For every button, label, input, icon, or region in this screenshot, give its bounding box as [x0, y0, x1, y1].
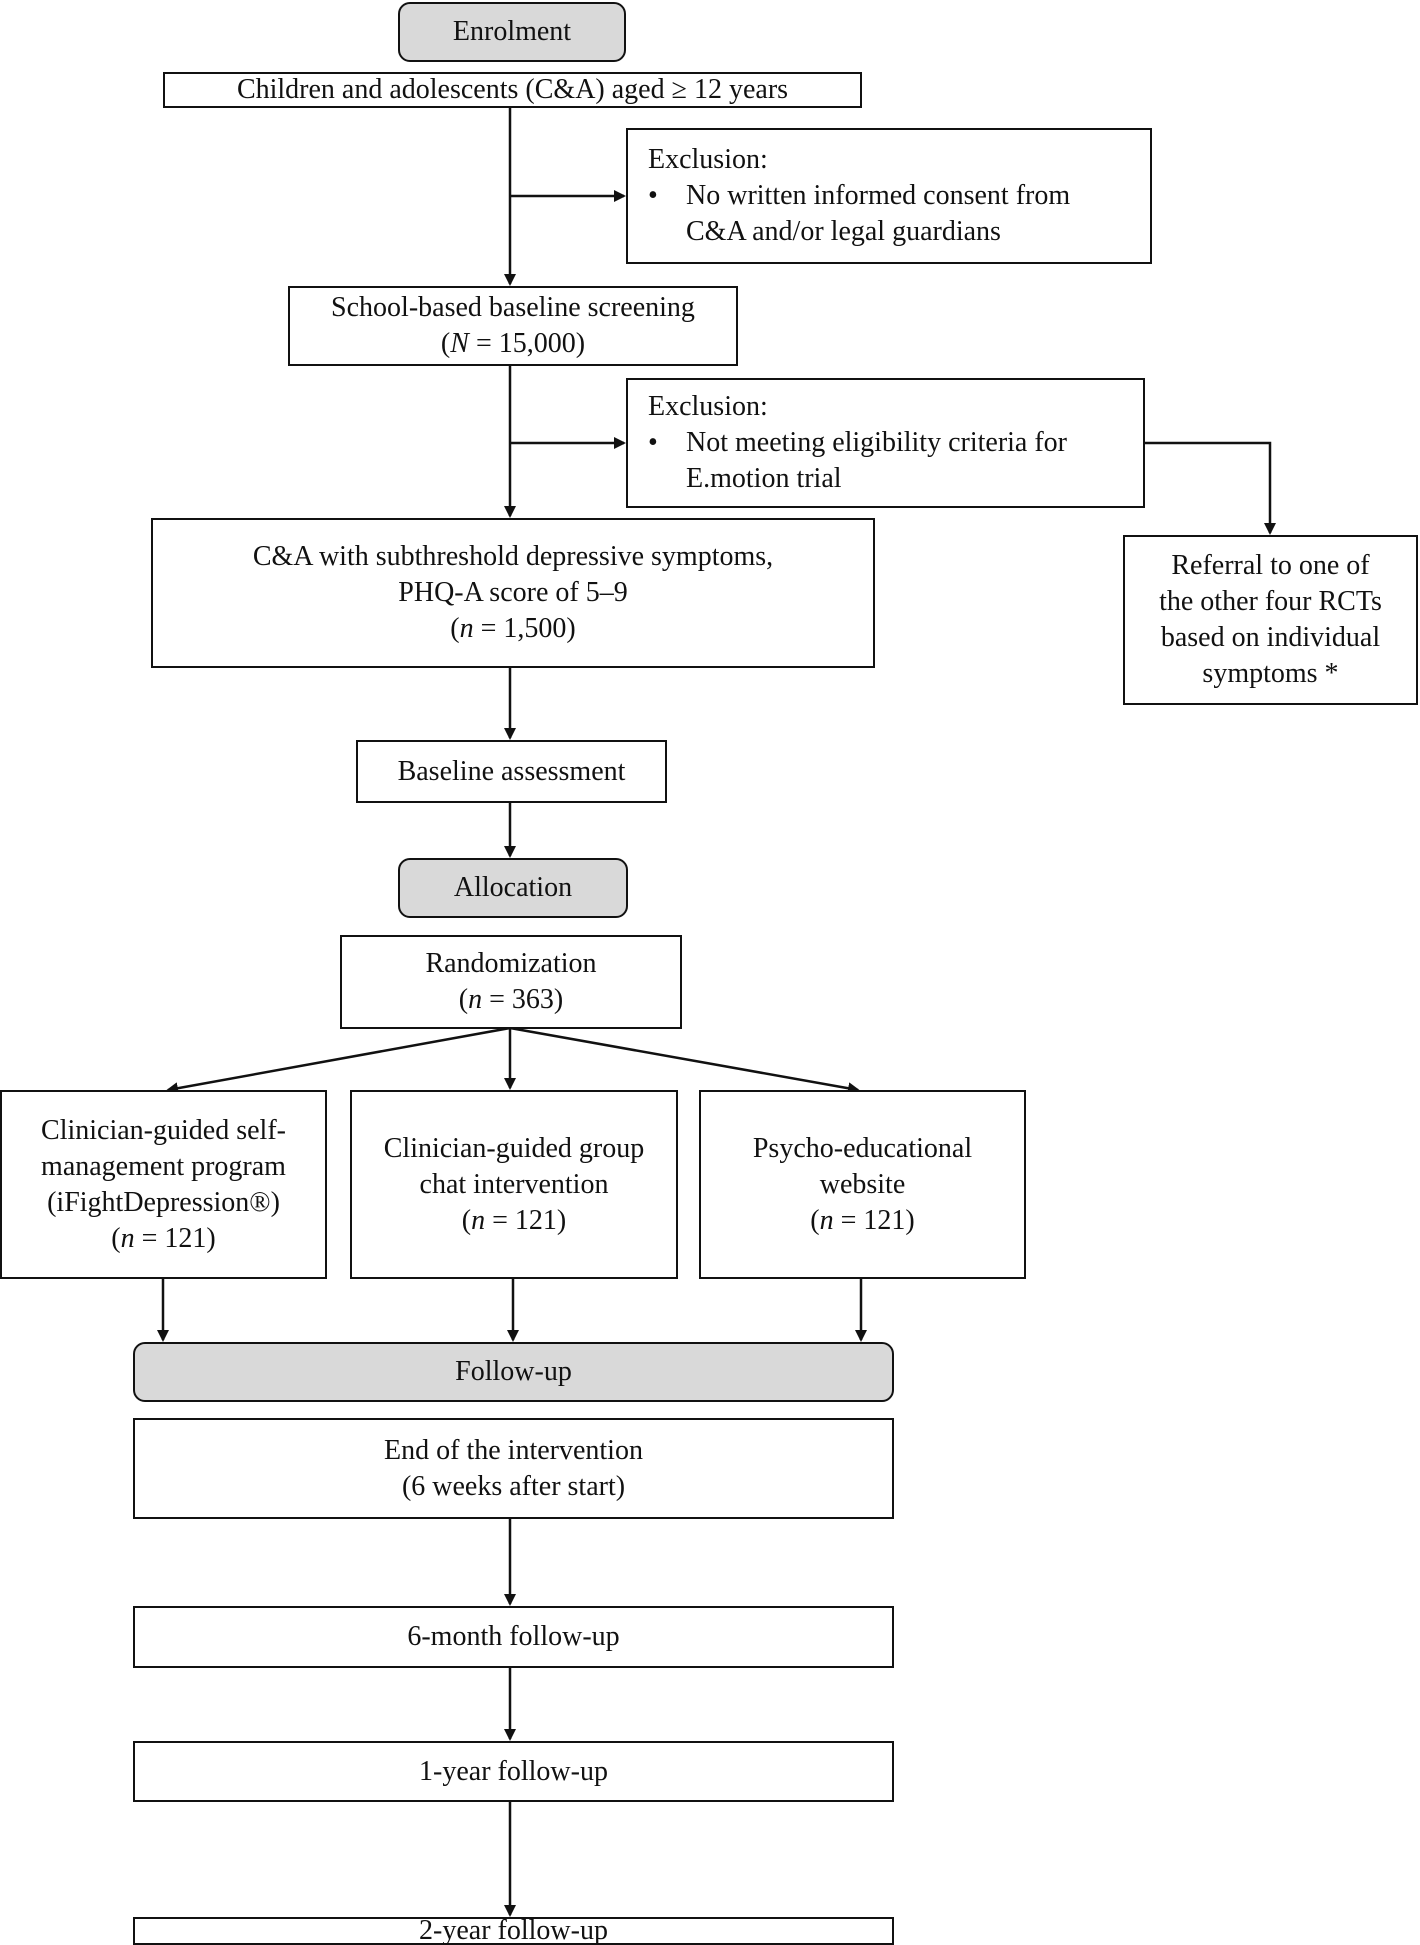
exclusion1-item: • No written informed consent from C&A a…	[648, 178, 1070, 250]
exclusion1-box: Exclusion: • No written informed consent…	[626, 128, 1152, 264]
arm2-count: (n = 121)	[462, 1203, 566, 1239]
arm3-count-value: = 121)	[833, 1204, 915, 1236]
arm2-count-value: = 121)	[485, 1204, 567, 1236]
arrow-randomization-to-arm3	[509, 1026, 860, 1095]
arm3-count: (n = 121)	[810, 1203, 914, 1239]
subthreshold-box: C&A with subthreshold depressive symptom…	[151, 518, 875, 668]
arm3-line: website	[819, 1168, 906, 1200]
exclusion2-line: E.motion trial	[686, 463, 842, 494]
arm1-box: Clinician-guided self- management progra…	[0, 1090, 327, 1279]
randomization-count: (n = 363)	[459, 982, 563, 1018]
followup-1y-box: 1-year follow-up	[133, 1741, 894, 1802]
exclusion2-line: Not meeting eligibility criteria for	[686, 427, 1067, 458]
open-paren: (	[458, 984, 469, 1015]
randomization-count-value: = 363)	[482, 984, 564, 1015]
baseline-box: Baseline assessment	[356, 740, 667, 803]
phase-allocation-label: Allocation	[453, 872, 573, 903]
arm1-count: (n = 121)	[111, 1221, 215, 1257]
end-intervention-timing: (6 weeks after start)	[401, 1470, 626, 1502]
exclusion2-box: Exclusion: • Not meeting eligibility cri…	[626, 378, 1145, 508]
subthreshold-count-value: = 1,500)	[473, 613, 576, 644]
arrow-exclusion2-to-referral	[1143, 441, 1276, 535]
randomization-count-var: n	[468, 984, 483, 1015]
open-paren: (	[810, 1204, 820, 1236]
arm1-line: management program	[41, 1150, 286, 1182]
randomization-box: Randomization (n = 363)	[340, 935, 682, 1029]
arm2-line: chat intervention	[419, 1168, 609, 1200]
bullet-icon: •	[648, 427, 658, 458]
followup-6m-label: 6-month follow-up	[407, 1621, 620, 1652]
phase-enrolment: Enrolment	[398, 2, 626, 62]
arm2-line: Clinician-guided group	[383, 1132, 645, 1164]
subthreshold-title: C&A with subthreshold depressive symptom…	[252, 541, 774, 572]
exclusion2-heading: Exclusion:	[648, 391, 768, 422]
arm2-count-var: n	[471, 1204, 486, 1236]
phase-followup-label: Follow-up	[455, 1356, 572, 1387]
arm3-line: Psycho-educational	[752, 1132, 973, 1164]
followup-6m-box: 6-month follow-up	[133, 1606, 894, 1668]
screening-title: School-based baseline screening	[331, 292, 695, 323]
population-label: Children and adolescents (C&A) aged ≥ 12…	[236, 74, 789, 105]
end-intervention-title: End of the intervention	[384, 1434, 643, 1466]
screening-count: (N = 15,000)	[441, 326, 585, 362]
arm1-line: Clinician-guided self-	[41, 1114, 286, 1146]
arm1-count-var: n	[120, 1222, 135, 1254]
referral-line: based on individual	[1160, 622, 1381, 653]
arm2-box: Clinician-guided group chat intervention…	[350, 1090, 678, 1279]
phase-allocation: Allocation	[398, 858, 628, 918]
referral-line: the other four RCTs	[1159, 586, 1382, 617]
referral-box: Referral to one of the other four RCTs b…	[1123, 535, 1418, 705]
phase-followup: Follow-up	[133, 1342, 894, 1402]
referral-line: symptoms *	[1202, 658, 1339, 689]
followup-2y-box: 2-year follow-up	[133, 1915, 894, 1945]
exclusion1-line: No written informed consent from	[686, 180, 1071, 211]
screening-count-value: = 15,000)	[468, 328, 586, 359]
exclusion1-heading: Exclusion:	[648, 144, 768, 175]
baseline-label: Baseline assessment	[397, 755, 626, 787]
population-box: Children and adolescents (C&A) aged ≥ 12…	[163, 72, 862, 108]
arm3-count-var: n	[819, 1204, 834, 1236]
open-paren: (	[461, 1204, 472, 1236]
followup-1y-label: 1-year follow-up	[419, 1755, 608, 1787]
phase-enrolment-label: Enrolment	[452, 16, 572, 47]
open-paren: (	[111, 1222, 121, 1254]
screening-box: School-based baseline screening (N = 15,…	[288, 286, 738, 366]
subthreshold-count-var: n	[459, 613, 474, 644]
screening-count-var: N	[450, 328, 469, 359]
end-intervention-box: End of the intervention (6 weeks after s…	[133, 1418, 894, 1519]
followup-2y-label: 2-year follow-up	[419, 1915, 608, 1945]
bullet-icon: •	[648, 180, 658, 211]
arm3-box: Psycho-educational website (n = 121)	[699, 1090, 1026, 1279]
exclusion2-item: • Not meeting eligibility criteria for E…	[648, 425, 1067, 497]
arrow-randomization-to-arm1	[166, 1026, 511, 1095]
arm1-count-value: = 121)	[134, 1222, 216, 1254]
randomization-title: Randomization	[425, 948, 597, 979]
subthreshold-score: PHQ-A score of 5–9	[398, 577, 628, 608]
arm1-line: (iFightDepression®)	[47, 1186, 280, 1218]
open-paren: (	[440, 328, 451, 359]
referral-line: Referral to one of	[1171, 550, 1370, 581]
subthreshold-count: (n = 1,500)	[450, 611, 575, 647]
exclusion1-line: C&A and/or legal guardians	[686, 216, 1001, 247]
open-paren: (	[450, 613, 460, 644]
